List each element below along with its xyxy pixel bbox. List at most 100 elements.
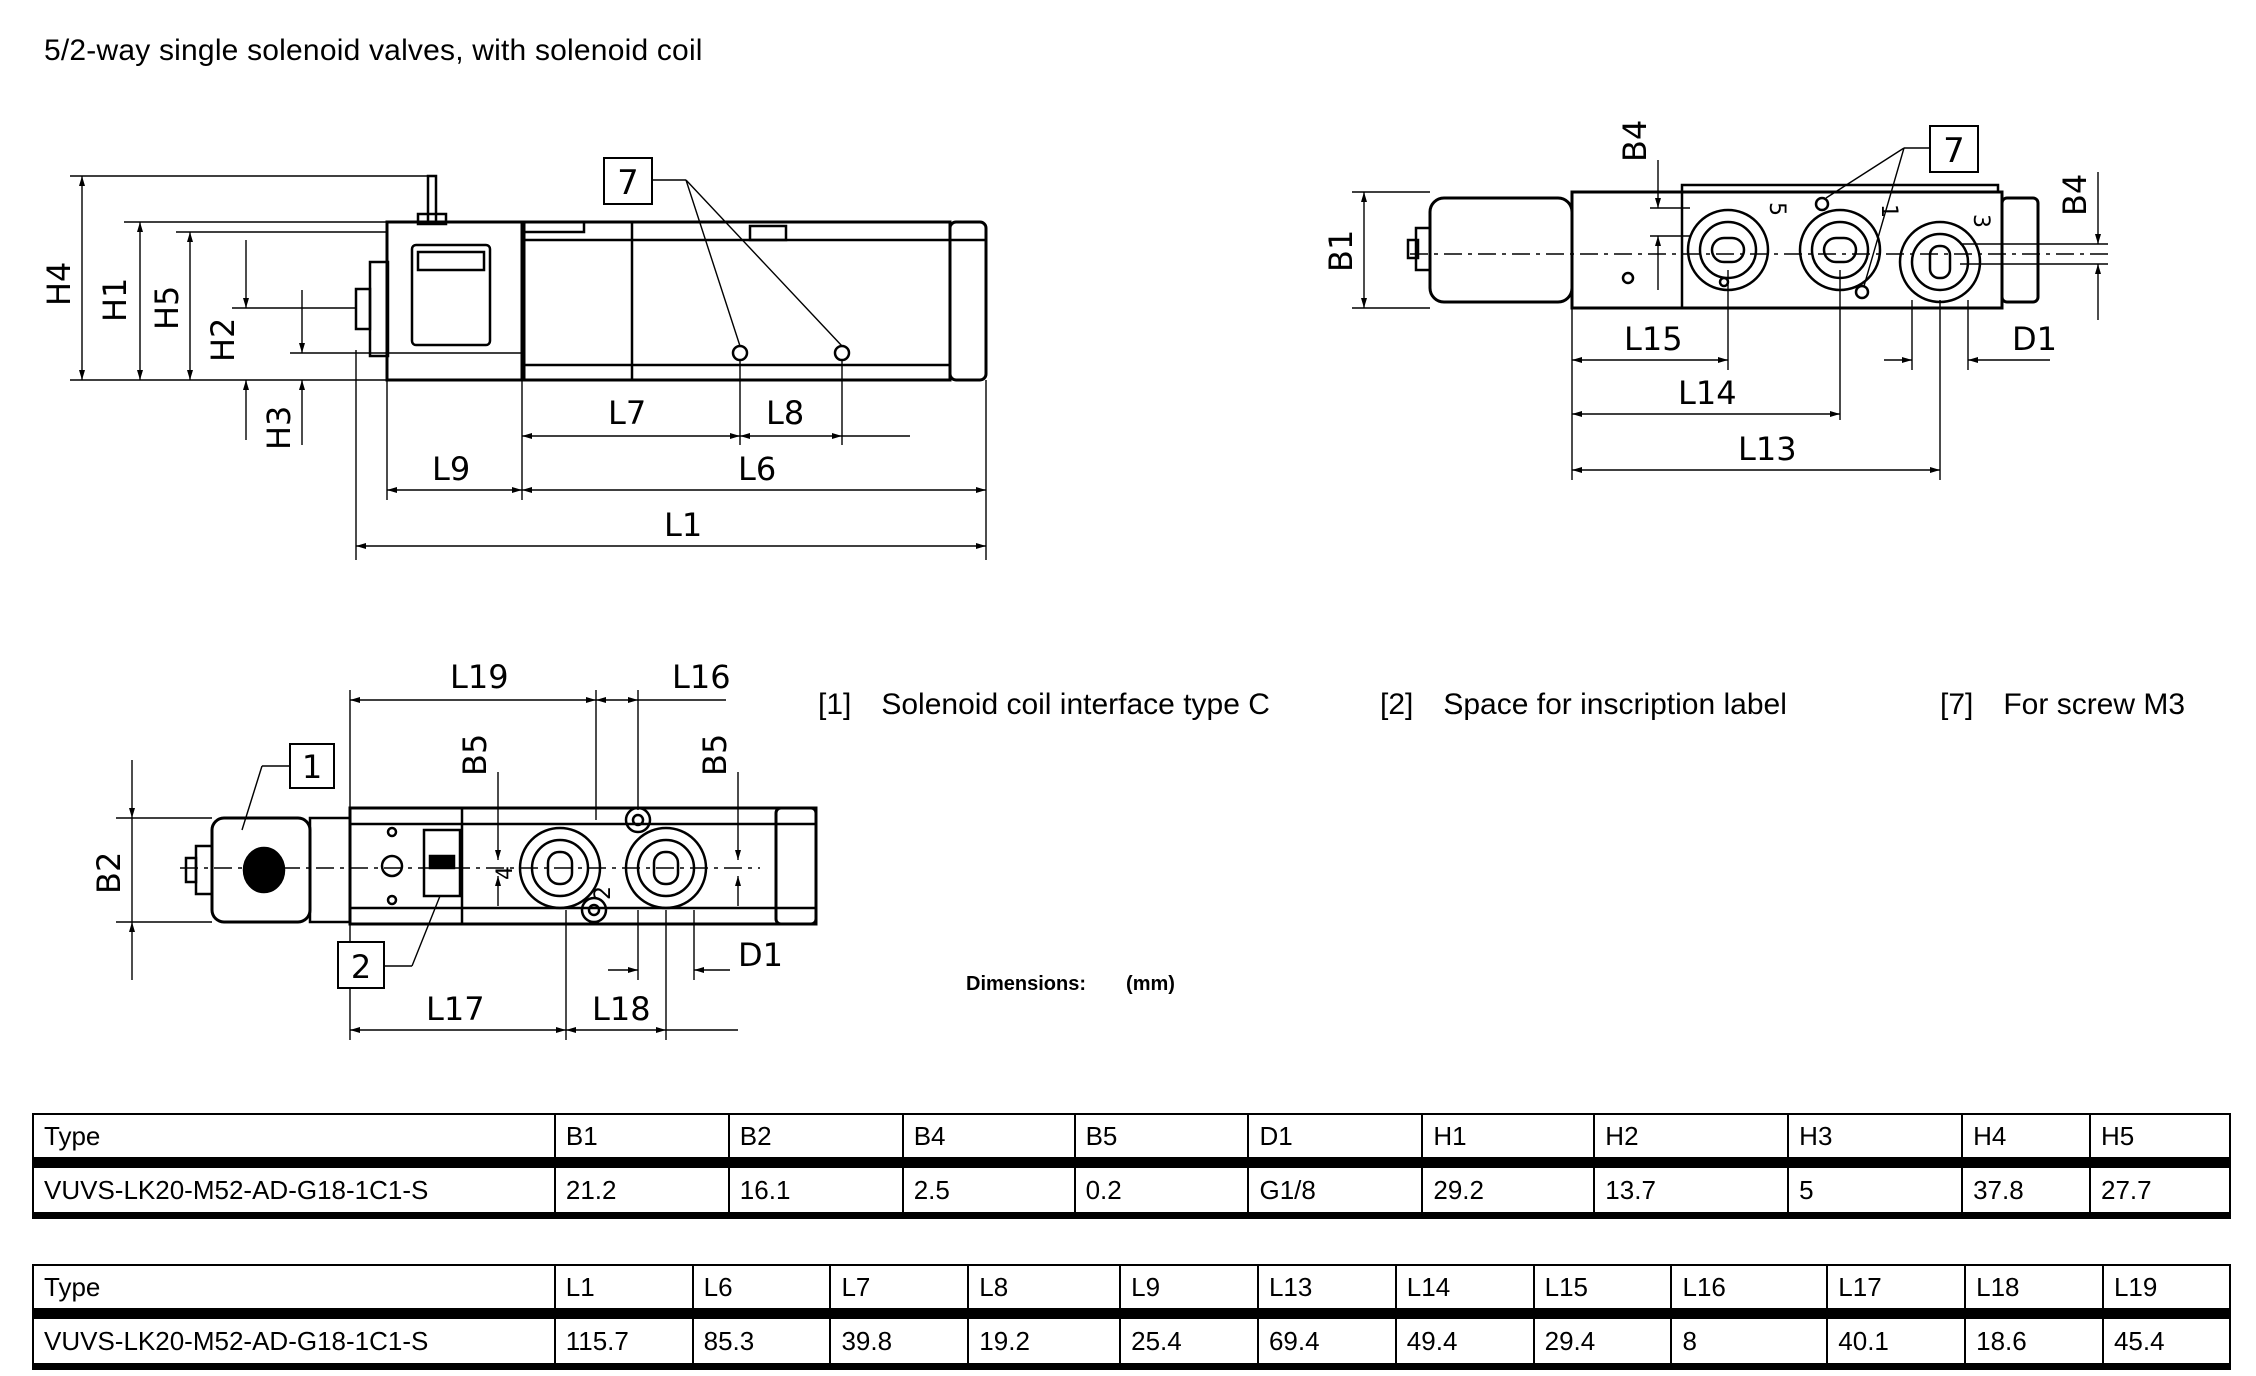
top-view [1406,183,2040,310]
svg-text:7: 7 [1943,131,1965,171]
svg-text:2: 2 [351,948,371,986]
legend-item-2: [2]Space for inscription label [1380,688,1787,722]
table-header-cell: L6 [691,1264,831,1319]
table-header-cell: H5 [2089,1113,2231,1168]
table-cell: 0.2 [1073,1162,1249,1219]
table-cell: 27.7 [2089,1162,2231,1219]
table-header-cell: B1 [553,1113,729,1168]
table-header-cell: L14 [1394,1264,1534,1319]
dim-label-d1-top: D1 [2012,320,2057,358]
table-header-cell: L8 [967,1264,1121,1319]
table-header-cell: B5 [1073,1113,1249,1168]
dim-label-l6: L6 [738,450,776,488]
table-header-cell: L18 [1964,1264,2103,1319]
dim-label-l18: L18 [592,990,651,1028]
legend-num: [7] [1940,688,1974,721]
table-header-cell: L17 [1826,1264,1966,1319]
table-cell: 19.2 [967,1313,1121,1370]
dim-label-l19: L19 [450,658,509,696]
dim-label-h3: H3 [260,406,298,450]
page-title: 5/2-way single solenoid valves, with sol… [44,34,703,67]
top-view-dimensions [1352,147,2110,480]
dimensions-note: Dimensions:(mm) [966,973,1175,996]
dim-label-l1: L1 [664,506,702,544]
table-row: VUVS-LK20-M52-AD-G18-1C1-S 115.7 85.3 39… [32,1313,2232,1370]
svg-text:1: 1 [302,748,322,786]
table-header-cell: B2 [727,1113,903,1168]
table-cell: G1/8 [1247,1162,1423,1219]
dim-label-l8: L8 [766,394,804,432]
table-cell: 5 [1787,1162,1963,1219]
table-header-cell: D1 [1247,1113,1423,1168]
table-cell: 37.8 [1961,1162,2090,1219]
table-header-cell: L16 [1670,1264,1828,1319]
callout-2-bottom: 2 [337,941,385,989]
legend-item-1: [1] Solenoid coil interface type C [818,688,1270,722]
legend-num: [1] [818,688,852,721]
callout-1-bottom: 1 [289,743,335,789]
dim-label-l13: L13 [1738,430,1797,468]
port-label-2: 2 [591,886,616,900]
side-view-dimensions [70,175,987,560]
table-header-cell: L13 [1256,1264,1396,1319]
table-cell: 85.3 [691,1313,831,1370]
dim-label-l9: L9 [432,450,470,488]
table-header-cell: Type [32,1264,555,1319]
table-cell: 29.2 [1421,1162,1595,1219]
table-row: VUVS-LK20-M52-AD-G18-1C1-S 21.2 16.1 2.5… [32,1162,2231,1219]
table-header-cell: H1 [1421,1113,1595,1168]
table-header-cell: B4 [901,1113,1075,1168]
dim-label-l17: L17 [426,990,485,1028]
table-cell: 40.1 [1826,1313,1966,1370]
callout-7-top: 7 [1929,125,1979,173]
callout-7-side: 7 [603,157,653,205]
dim-label-b4-left: B4 [1616,120,1654,162]
dim-label-l15: L15 [1624,320,1683,358]
table-header-cell: L7 [829,1264,969,1319]
dim-label-b5-right: B5 [696,734,734,776]
table-cell: 13.7 [1593,1162,1789,1219]
table-header-row: Type L1 L6 L7 L8 L9 L13 L14 L15 L16 L17 … [32,1264,2232,1319]
table-cell: 45.4 [2101,1313,2232,1370]
dim-label-h5: H5 [148,286,186,330]
legend-text: Solenoid coil interface type C [881,688,1270,721]
table-cell: 8 [1670,1313,1828,1370]
port-label-4: 4 [493,866,518,880]
dim-label-l16: L16 [672,658,731,696]
table-header-cell: H3 [1787,1113,1963,1168]
table-header-cell: L1 [553,1264,693,1319]
dim-label-h4: H4 [40,262,78,306]
table-cell: 115.7 [553,1313,693,1370]
table-header-cell: L19 [2101,1264,2232,1319]
table-header-cell: H2 [1593,1113,1789,1168]
table-header-cell: L15 [1532,1264,1672,1319]
table-cell: 25.4 [1119,1313,1258,1370]
dimensions-label: Dimensions: [966,973,1087,995]
table-cell: 16.1 [727,1162,903,1219]
dim-label-b5-left: B5 [456,734,494,776]
table-cell: 2.5 [901,1162,1075,1219]
table-cell: 49.4 [1394,1313,1534,1370]
table-header-cell: H4 [1961,1113,2090,1168]
table-cell: 18.6 [1964,1313,2103,1370]
dim-label-l7: L7 [608,394,646,432]
table-cell: VUVS-LK20-M52-AD-G18-1C1-S [32,1313,555,1370]
dim-label-d1-bottom: D1 [738,936,783,974]
table-header-cell: Type [32,1113,555,1168]
table-cell: VUVS-LK20-M52-AD-G18-1C1-S [32,1162,555,1219]
side-view [354,174,988,382]
svg-text:7: 7 [617,163,639,203]
table-cell: 69.4 [1256,1313,1396,1370]
legend-text: For screw M3 [2003,688,2186,721]
legend-item-7: [7] For screw M3 [1940,688,2185,722]
port-label-1: 1 [1876,204,1901,218]
bottom-view-dimensions [116,690,760,1040]
dim-label-b2: B2 [90,852,128,894]
table-cell: 21.2 [553,1162,729,1219]
port-label-5: 5 [1764,202,1789,216]
table-header-row: Type B1 B2 B4 B5 D1 H1 H2 H3 H4 H5 [32,1113,2231,1168]
legend-num: [2] [1380,688,1414,721]
dim-label-h2: H2 [204,318,242,362]
table-header-cell: L9 [1119,1264,1258,1319]
table-cell: 39.8 [829,1313,969,1370]
